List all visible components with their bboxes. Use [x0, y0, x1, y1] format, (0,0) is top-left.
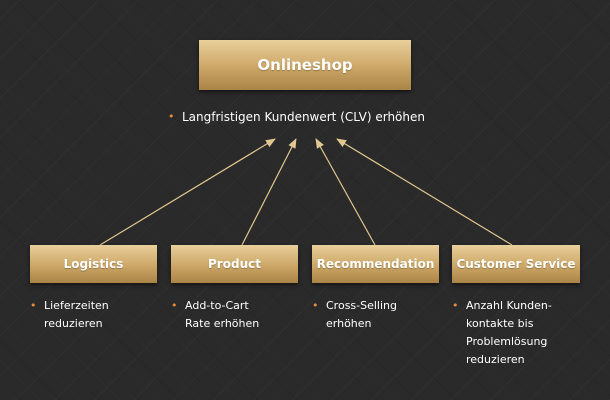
- onlineshop-label: Onlineshop: [257, 56, 353, 74]
- product-bullet-line: Add-to-Cart: [185, 299, 249, 312]
- recommendation-bullet: • Cross-Selling erhöhen: [312, 297, 434, 333]
- product-bullet: • Add-to-Cart Rate erhöhen: [171, 297, 293, 333]
- customer-service-bullet-line: kontakte bis: [466, 317, 534, 330]
- recommendation-label: Recommendation: [316, 257, 435, 271]
- recommendation-bullet-line: erhöhen: [326, 317, 372, 330]
- logistics-bullet: • Lieferzeiten reduzieren: [30, 297, 152, 333]
- logistics-box: Logistics: [30, 245, 157, 283]
- customer-service-bullet-line: Anzahl Kunden-: [466, 299, 552, 312]
- bullet-icon: •: [30, 299, 37, 312]
- logistics-bullet-line: reduzieren: [44, 317, 103, 330]
- logistics-bullet-line: Lieferzeiten: [44, 299, 109, 312]
- customer-service-box: Customer Service: [452, 245, 580, 283]
- recommendation-bullet-line: Cross-Selling: [326, 299, 397, 312]
- arrow-customer-service: [336, 138, 513, 246]
- bullet-icon: •: [452, 299, 459, 312]
- customer-service-bullet-line: reduzieren: [466, 353, 525, 366]
- goal-text: Langfristigen Kundenwert (CLV) erhöhen: [182, 110, 425, 124]
- bullet-icon: •: [171, 299, 178, 312]
- logistics-label: Logistics: [63, 257, 124, 271]
- arrow-product: [241, 138, 297, 246]
- bullet-icon: •: [312, 299, 319, 312]
- customer-service-bullet: • Anzahl Kunden- kontakte bis Problemlös…: [452, 297, 574, 369]
- product-box: Product: [171, 245, 298, 283]
- product-bullet-line: Rate erhöhen: [185, 317, 260, 330]
- goal-bullet: • Langfristigen Kundenwert (CLV) erhöhen: [168, 108, 425, 126]
- recommendation-box: Recommendation: [312, 245, 439, 283]
- customer-service-label: Customer Service: [456, 257, 576, 271]
- customer-service-bullet-line: Problemlösung: [466, 335, 548, 348]
- bullet-icon: •: [168, 110, 175, 123]
- arrow-logistics: [99, 138, 276, 246]
- arrow-recommendation: [315, 138, 376, 246]
- product-label: Product: [208, 257, 261, 271]
- onlineshop-box: Onlineshop: [199, 40, 411, 90]
